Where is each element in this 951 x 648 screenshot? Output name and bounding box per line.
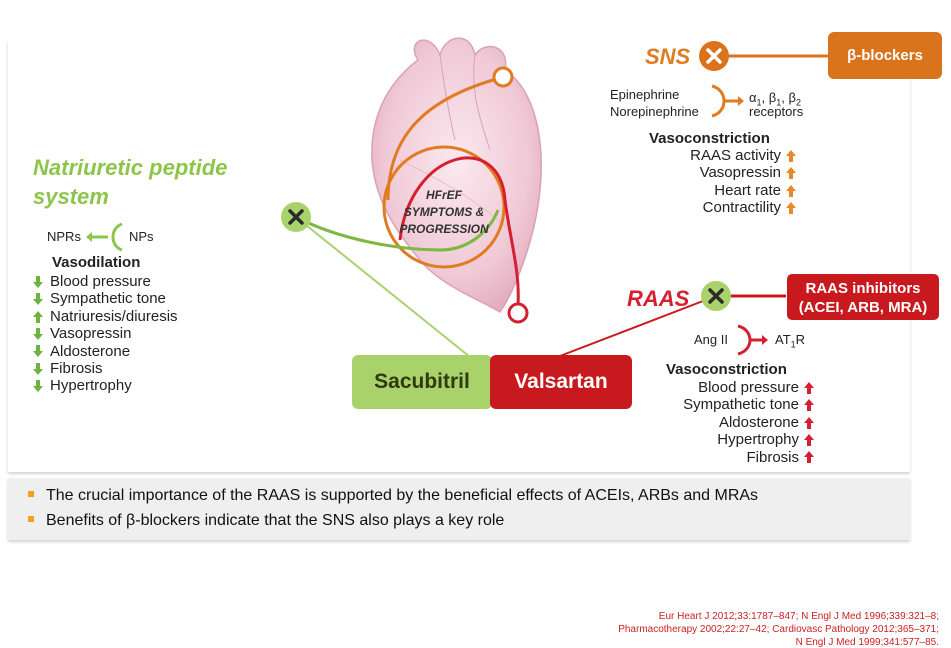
- raas-inhibitors-line2: (ACEI, ARB, MRA): [798, 299, 928, 316]
- np-system-title: Natriuretic peptide system: [33, 153, 227, 211]
- sns-effects-list: RAAS activity Vasopressin Heart rate Con…: [690, 147, 797, 217]
- np-block-marker: [281, 202, 311, 232]
- raas-effect-title: Vasoconstriction: [666, 361, 787, 378]
- arrow-up-icon: [786, 167, 796, 180]
- list-item: Heart rate: [690, 182, 797, 199]
- arrow-up-icon: [804, 451, 814, 464]
- np-receptor-arc: [86, 222, 123, 252]
- arrow-down-icon: [33, 293, 43, 306]
- raas-block-marker: [701, 281, 731, 311]
- sns-receptor-label-2: receptors: [749, 104, 804, 119]
- arrow-up-icon: [786, 201, 796, 214]
- sns-effect-title: Vasoconstriction: [649, 130, 770, 147]
- progression-ring: [382, 145, 506, 269]
- heart-illustration: [371, 37, 542, 314]
- heart-label-line2: SYMPTOMS &: [403, 205, 485, 219]
- npr-label: NPRs: [47, 229, 81, 244]
- raas-title: RAAS: [627, 286, 690, 311]
- raas-inhibitors-badge: RAAS inhibitors (ACEI, ARB, MRA): [786, 273, 940, 321]
- heart-label: HFrEF SYMPTOMS & PROGRESSION: [380, 187, 508, 238]
- arrow-down-icon: [33, 275, 43, 288]
- arrow-up-icon: [33, 310, 43, 323]
- sns-receptor-label: α1, β1, β2: [749, 90, 801, 108]
- list-item: Sympathetic tone: [32, 290, 178, 307]
- list-item: Hypertrophy: [32, 377, 178, 394]
- arrow-down-icon: [33, 327, 43, 340]
- arrow-up-icon: [804, 433, 814, 446]
- raas-inhibitors-line1: RAAS inhibitors: [805, 280, 921, 297]
- reference-line: Eur Heart J 2012;33:1787–847; N Engl J M…: [658, 611, 939, 622]
- reference-line: N Engl J Med 1999;341:577–85.: [795, 637, 939, 648]
- beta-blockers-badge: β-blockers: [828, 32, 942, 79]
- np-effects-list: Blood pressure Sympathetic tone Natriure…: [32, 273, 178, 395]
- np-title-line1: Natriuretic peptide: [33, 155, 228, 180]
- list-item: Blood pressure: [683, 379, 815, 396]
- list-item: Hypertrophy: [683, 431, 815, 448]
- list-item: Vasopressin: [32, 325, 178, 342]
- ang-ii-label: Ang II: [694, 332, 728, 347]
- arrow-up-icon: [804, 416, 814, 429]
- list-item: Contractility: [690, 199, 797, 216]
- list-item: Aldosterone: [32, 343, 178, 360]
- list-item: Sympathetic tone: [683, 396, 815, 413]
- arrow-up-icon: [804, 381, 814, 394]
- sns-connector-node: [492, 66, 514, 88]
- sns-block-marker: [699, 41, 729, 71]
- arrow-up-icon: [786, 184, 796, 197]
- reference-line: Pharmacotherapy 2002;22:27–42; Cardiovas…: [618, 624, 939, 635]
- list-item: Fibrosis: [32, 360, 178, 377]
- arrow-down-icon: [33, 380, 43, 393]
- bullet-icon: [28, 490, 34, 497]
- arrow-down-icon: [33, 345, 43, 358]
- raas-effects-list: Blood pressure Sympathetic tone Aldoster…: [683, 379, 815, 466]
- np-effect-title: Vasodilation: [52, 254, 141, 271]
- diagram-lines: [86, 37, 830, 358]
- list-item: RAAS activity: [690, 147, 797, 164]
- np-title-line2: system: [33, 184, 109, 209]
- bullet-icon: [28, 515, 34, 522]
- epinephrine-label: Epinephrine: [610, 87, 680, 102]
- sns-title: SNS: [645, 44, 691, 69]
- list-item: Blood pressure: [32, 273, 178, 290]
- np-label: NPs: [129, 229, 154, 244]
- arrow-up-icon: [786, 149, 796, 162]
- raas-connector-node: [507, 302, 529, 324]
- heart-label-line3: PROGRESSION: [399, 222, 489, 236]
- arrow-up-icon: [804, 399, 814, 412]
- list-item: Fibrosis: [683, 449, 815, 466]
- valsartan-box: Valsartan: [490, 355, 632, 409]
- sns-receptor-arc: [711, 84, 744, 118]
- arrow-down-icon: [33, 362, 43, 375]
- note-item: The crucial importance of the RAAS is su…: [28, 487, 758, 505]
- raas-receptor-arc: [737, 324, 768, 356]
- sacubitril-box: Sacubitril: [352, 355, 492, 409]
- list-item: Vasopressin: [690, 164, 797, 181]
- list-item: Natriuresis/diuresis: [32, 308, 178, 325]
- heart-label-line1: HFrEF: [426, 188, 462, 202]
- notes-panel: The crucial importance of the RAAS is su…: [8, 478, 910, 540]
- norepinephrine-label: Norepinephrine: [610, 104, 699, 119]
- list-item: Aldosterone: [683, 414, 815, 431]
- note-item: Benefits of β-blockers indicate that the…: [28, 512, 504, 530]
- at1r-label: AT1R: [775, 332, 806, 350]
